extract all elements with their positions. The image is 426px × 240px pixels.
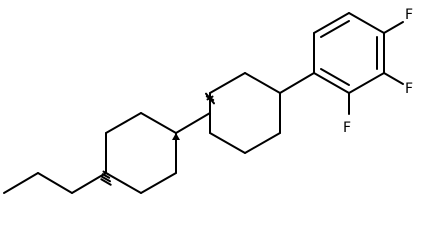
benzene-double-bond-inner [320, 20, 350, 38]
fluorine-label: F [405, 7, 413, 23]
bond-propyl-1 [3, 172, 39, 194]
ring1-bond [105, 112, 142, 134]
ring1-bond [105, 172, 142, 194]
hash-bond-stroke [100, 178, 112, 186]
chemical-structure: F F F [3, 7, 413, 194]
ring2-bond [209, 72, 246, 94]
hash-bond-stroke [101, 175, 111, 183]
fluorine-label: F [405, 81, 413, 97]
benzene-bond [313, 72, 350, 94]
benzene-ring [313, 12, 385, 94]
ring1-bond [140, 112, 177, 134]
ring2-bond [209, 132, 246, 154]
bond-propyl-2 [37, 172, 73, 194]
ring2-bond [244, 72, 281, 94]
benzene-bond [348, 12, 385, 34]
aryl-link [279, 72, 315, 94]
bond-ring2-benzene [279, 72, 315, 94]
ring2-bond [244, 132, 281, 154]
stereo-hash-bonds [100, 92, 215, 186]
atom-labels: F F F [343, 7, 413, 136]
benzene-double-bond-inner [320, 68, 350, 86]
cyclohexane-ring-1 [105, 112, 177, 194]
bond-propyl-3 [71, 172, 107, 194]
hash-bond-stroke [101, 173, 111, 179]
propyl-chain [3, 172, 107, 194]
bond-fluorine-2 [383, 72, 404, 85]
ring-link [172, 112, 211, 140]
wedge-bond [172, 133, 180, 140]
fluorine-label: F [343, 120, 351, 136]
benzene-bond [313, 12, 350, 34]
cyclohexane-ring-2 [209, 72, 281, 154]
bond-fluorine-1 [383, 21, 404, 34]
fluorine-bonds [348, 21, 404, 115]
ring1-bond [140, 172, 177, 194]
benzene-bond [348, 72, 385, 94]
bond-ring1-ring2 [175, 112, 211, 134]
